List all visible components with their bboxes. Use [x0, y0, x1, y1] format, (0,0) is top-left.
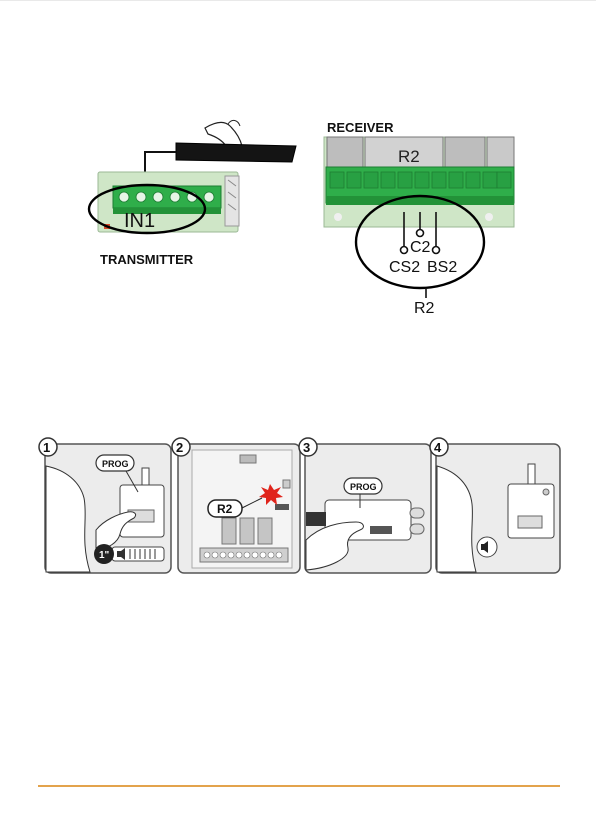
step1-prog-label: PROG	[102, 459, 129, 469]
step2-relay-label: R2	[217, 502, 233, 516]
receiver-section: RECEIVER R2	[324, 120, 514, 317]
step4-number: 4	[434, 440, 442, 455]
transmitter-label: TRANSMITTER	[100, 252, 194, 267]
step1-number: 1	[43, 440, 50, 455]
in1-label: IN1	[124, 210, 155, 232]
step1-duration-label: 1"	[99, 550, 110, 561]
relay-right	[445, 137, 485, 167]
cs2-label: CS2	[389, 259, 420, 276]
step-panel-4: 4	[430, 438, 560, 573]
relay-left	[327, 137, 363, 167]
footer-divider	[38, 785, 560, 787]
hand-icon	[205, 122, 242, 146]
relay-r2-label: R2	[398, 147, 420, 166]
step3-number: 3	[303, 440, 310, 455]
step2-number: 2	[176, 440, 183, 455]
programming-steps: PROG 1" 1 R2 2	[0, 430, 596, 580]
relay-block-2	[240, 518, 254, 544]
step3-prog-label: PROG	[350, 482, 377, 492]
bs2-label: BS2	[427, 259, 457, 276]
step-panel-2: R2 2	[172, 438, 300, 573]
step-panel-1: PROG 1" 1	[39, 438, 171, 573]
step-panel-3: PROG 3	[299, 438, 431, 573]
relay-block-3	[258, 518, 272, 544]
receiver-label: RECEIVER	[327, 120, 394, 135]
r2-bottom-label: R2	[414, 300, 435, 317]
c2-label: C2	[410, 239, 431, 256]
wiring-diagram: IN1 TRANSMITTER RECEIVER R2	[0, 0, 596, 340]
transmitter-section: IN1 TRANSMITTER	[89, 120, 296, 267]
relay-block-1	[222, 518, 236, 544]
black-key-fob	[176, 143, 296, 162]
